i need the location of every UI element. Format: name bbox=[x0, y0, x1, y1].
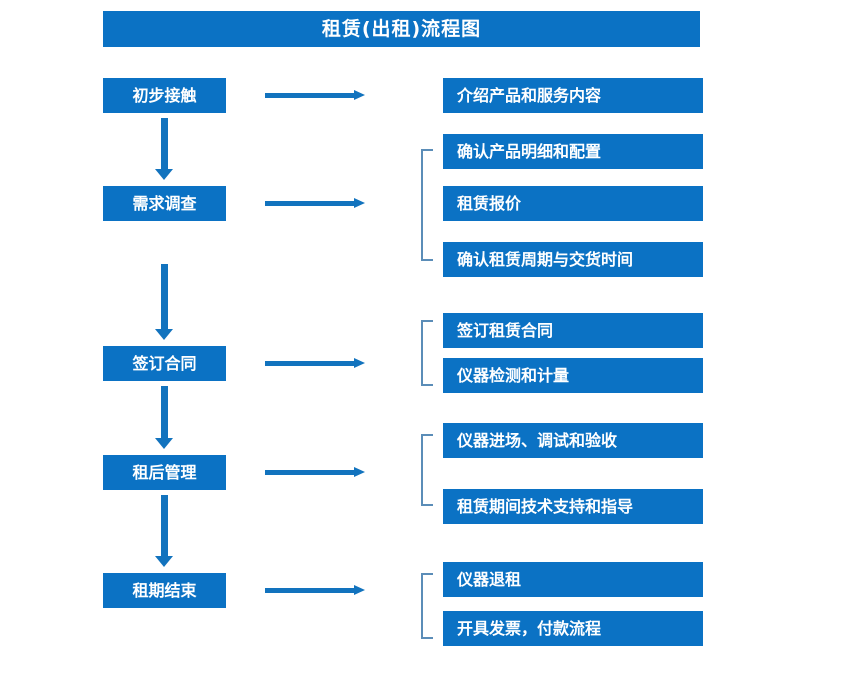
arrow-stem bbox=[161, 264, 168, 329]
horizontal-arrow-3 bbox=[265, 358, 365, 369]
group-bracket-4 bbox=[421, 434, 433, 506]
detail-label-5: 签订租赁合同 bbox=[457, 320, 554, 340]
arrow-head-icon bbox=[155, 556, 173, 567]
detail-label-10: 开具发票，付款流程 bbox=[457, 618, 602, 638]
arrow-stem bbox=[265, 588, 355, 593]
detail-box-1[interactable]: 介绍产品和服务内容 bbox=[443, 78, 703, 113]
stage-box-2[interactable]: 需求调查 bbox=[103, 186, 226, 221]
group-bracket-5 bbox=[421, 573, 433, 639]
arrow-head-icon bbox=[155, 438, 173, 449]
arrow-stem bbox=[265, 93, 355, 98]
arrow-stem bbox=[161, 495, 168, 556]
detail-box-2[interactable]: 确认产品明细和配置 bbox=[443, 134, 703, 169]
arrow-stem bbox=[265, 361, 355, 366]
detail-box-4[interactable]: 确认租赁周期与交货时间 bbox=[443, 242, 703, 277]
detail-label-1: 介绍产品和服务内容 bbox=[457, 85, 602, 105]
detail-box-10[interactable]: 开具发票，付款流程 bbox=[443, 611, 703, 646]
arrow-stem bbox=[265, 201, 355, 206]
group-bracket-3 bbox=[421, 320, 433, 386]
horizontal-arrow-1 bbox=[265, 90, 365, 101]
detail-box-5[interactable]: 签订租赁合同 bbox=[443, 313, 703, 348]
arrow-head-icon bbox=[354, 198, 365, 208]
arrow-head-icon bbox=[354, 585, 365, 595]
stage-label-5: 租期结束 bbox=[132, 580, 197, 600]
stage-box-1[interactable]: 初步接触 bbox=[103, 78, 226, 113]
detail-box-8[interactable]: 租赁期间技术支持和指导 bbox=[443, 489, 703, 524]
stage-label-1: 初步接触 bbox=[132, 85, 197, 105]
detail-label-3: 租赁报价 bbox=[457, 193, 522, 213]
stage-box-4[interactable]: 租后管理 bbox=[103, 455, 226, 490]
group-bracket-2 bbox=[421, 149, 433, 261]
arrow-stem bbox=[161, 118, 168, 169]
detail-box-3[interactable]: 租赁报价 bbox=[443, 186, 703, 221]
detail-label-7: 仪器进场、调试和验收 bbox=[457, 430, 618, 450]
stage-label-3: 签订合同 bbox=[132, 353, 197, 373]
arrow-head-icon bbox=[354, 467, 365, 477]
stage-label-2: 需求调查 bbox=[132, 193, 197, 213]
arrow-stem bbox=[265, 470, 355, 475]
stage-box-3[interactable]: 签订合同 bbox=[103, 346, 226, 381]
detail-box-9[interactable]: 仪器退租 bbox=[443, 562, 703, 597]
diagram-title: 租赁(出租)流程图 bbox=[321, 17, 482, 40]
stage-label-4: 租后管理 bbox=[132, 462, 197, 482]
vertical-arrow-1 bbox=[155, 118, 174, 180]
arrow-head-icon bbox=[155, 169, 173, 180]
detail-label-9: 仪器退租 bbox=[457, 569, 522, 589]
vertical-arrow-2 bbox=[155, 264, 174, 340]
arrow-stem bbox=[161, 386, 168, 438]
detail-label-8: 租赁期间技术支持和指导 bbox=[457, 496, 634, 516]
horizontal-arrow-5 bbox=[265, 585, 365, 596]
diagram-title-bar: 租赁(出租)流程图 bbox=[103, 11, 700, 47]
vertical-arrow-4 bbox=[155, 495, 174, 567]
detail-label-4: 确认租赁周期与交货时间 bbox=[457, 249, 634, 269]
vertical-arrow-3 bbox=[155, 386, 174, 449]
arrow-head-icon bbox=[155, 329, 173, 340]
horizontal-arrow-4 bbox=[265, 467, 365, 478]
horizontal-arrow-2 bbox=[265, 198, 365, 209]
stage-box-5[interactable]: 租期结束 bbox=[103, 573, 226, 608]
arrow-head-icon bbox=[354, 358, 365, 368]
arrow-head-icon bbox=[354, 90, 365, 100]
detail-label-2: 确认产品明细和配置 bbox=[457, 141, 602, 161]
detail-label-6: 仪器检测和计量 bbox=[457, 365, 570, 385]
detail-box-6[interactable]: 仪器检测和计量 bbox=[443, 358, 703, 393]
detail-box-7[interactable]: 仪器进场、调试和验收 bbox=[443, 423, 703, 458]
